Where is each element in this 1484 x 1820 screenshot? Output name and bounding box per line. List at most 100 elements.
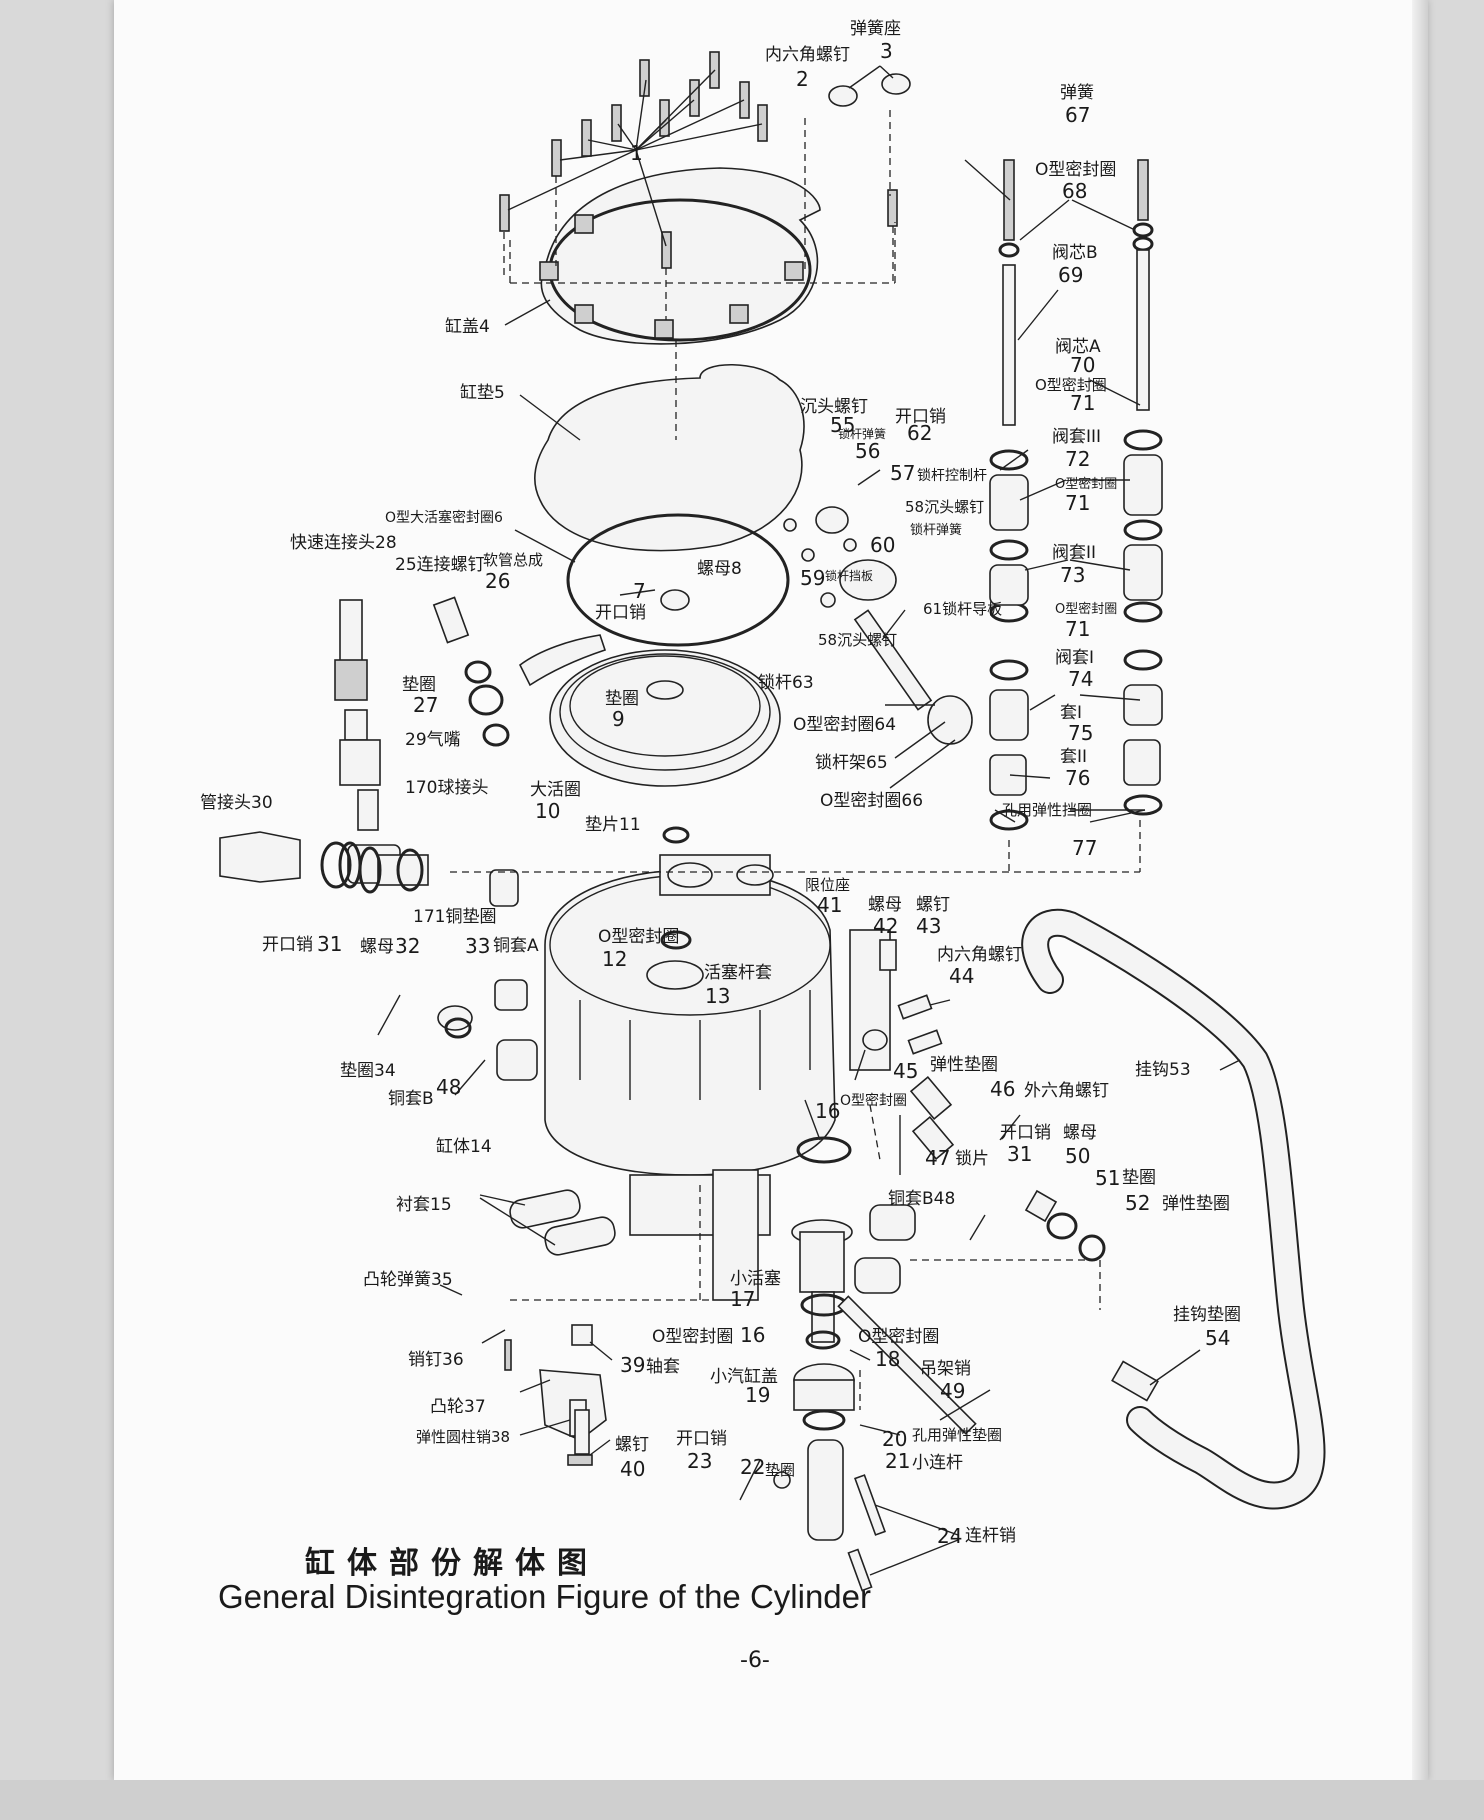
- label-p47b: 锁片: [955, 1149, 989, 1169]
- label-p14: 缸体14: [436, 1136, 492, 1157]
- label-p24b: 连杆销: [965, 1526, 1016, 1546]
- label-p19a: 小汽缸盖: [710, 1366, 778, 1387]
- spacer-11: [662, 826, 690, 844]
- label-p34: 垫圈34: [340, 1061, 396, 1081]
- label-p29: 29气嘴: [405, 730, 461, 750]
- cylinder-body: [544, 854, 891, 1301]
- label-p16c: O型密封圈: [652, 1327, 733, 1347]
- lock-assembly: [783, 469, 973, 745]
- label-p16d: 16: [740, 1323, 765, 1347]
- label-p39: 39: [620, 1353, 645, 1377]
- label-p24: 24: [937, 1524, 962, 1548]
- label-p40: 40: [620, 1457, 645, 1481]
- label-p41: 41: [817, 893, 842, 917]
- label-p52: 52: [1125, 1191, 1150, 1215]
- label-p65: 锁杆架65: [815, 753, 888, 773]
- label-p69a: 阀芯B: [1052, 243, 1098, 263]
- label-p77a: 孔用弹性挡圈: [1002, 801, 1092, 819]
- leader-lines: [439, 159, 1241, 1576]
- large-piston: [549, 589, 781, 787]
- label-p70a: 阀芯A: [1055, 337, 1101, 357]
- label-p74a: 阀套I: [1055, 648, 1094, 668]
- large-piston-oring: [566, 513, 790, 647]
- label-p54: 54: [1205, 1326, 1230, 1350]
- label-p26: 26: [485, 569, 510, 593]
- label-p48: 48: [436, 1075, 461, 1099]
- label-p8: 螺母8: [697, 559, 742, 579]
- label-p49a: 吊架销: [920, 1359, 971, 1379]
- label-p55: 55: [830, 413, 855, 437]
- label-p12: 12: [602, 947, 627, 971]
- label-p46b: 外六角螺钉: [1024, 1081, 1109, 1101]
- label-p37: 凸轮37: [430, 1397, 486, 1417]
- side-fittings: [219, 831, 538, 1081]
- label-p15: 衬套15: [396, 1195, 452, 1215]
- label-p50: 50: [1065, 1144, 1090, 1168]
- label-p36: 销钉36: [408, 1350, 464, 1370]
- label-p20: 20: [882, 1427, 907, 1451]
- label-p7b: 开口销: [595, 603, 646, 623]
- label-p17a: 小活塞: [730, 1269, 781, 1289]
- label-p33b: 铜套A: [493, 936, 539, 956]
- label-p30: 管接头30: [200, 793, 273, 813]
- label-p55a: 沉头螺钉: [800, 397, 868, 417]
- label-p170: 170球接头: [405, 778, 488, 798]
- label-p11: 垫片11: [585, 815, 641, 835]
- label-p71d: O型密封圈: [1055, 601, 1117, 617]
- label-p59b: 锁杆挡板: [825, 568, 873, 583]
- label-p57: 57: [890, 461, 915, 485]
- label-p74: 74: [1068, 667, 1093, 691]
- label-p21: 21: [885, 1449, 910, 1473]
- label-p9a: 垫圈: [605, 689, 639, 709]
- label-p20b: 孔用弹性垫圈: [912, 1426, 1002, 1444]
- label-p171: 171铜垫圈: [413, 907, 496, 927]
- label-p56a: 锁杆弹簧: [838, 426, 886, 441]
- label-p42a: 螺母: [868, 895, 902, 915]
- label-p51b: 垫圈: [1122, 1168, 1156, 1188]
- figure-title-chinese: 缸体部份解体图: [305, 1546, 599, 1581]
- label-p27a: 垫圈: [402, 675, 436, 695]
- label-p68a: O型密封圈: [1035, 160, 1116, 180]
- scan-background: [0, 1780, 1484, 1820]
- label-p10: 10: [535, 799, 560, 823]
- label-p76: 76: [1065, 766, 1090, 790]
- label-p38: 弹性圆柱销38: [416, 1428, 510, 1446]
- label-p17: 17: [730, 1287, 755, 1311]
- label-p76a: 套II: [1060, 747, 1087, 767]
- label-p67: 67: [1065, 103, 1090, 127]
- label-p64: O型密封圈64: [793, 715, 896, 735]
- label-p12a: O型密封圈: [598, 927, 679, 947]
- label-p13: 13: [705, 984, 730, 1008]
- label-p49: 49: [940, 1379, 965, 1403]
- label-p66: O型密封圈66: [820, 791, 923, 811]
- label-p45: 45: [893, 1059, 918, 1083]
- label-p51: 51: [1095, 1166, 1120, 1190]
- label-p40a: 螺钉: [615, 1435, 649, 1455]
- label-p73: 73: [1060, 563, 1085, 587]
- label-p75a: 套I: [1060, 703, 1082, 723]
- label-p3: 3: [880, 39, 893, 63]
- label-p62a: 开口销: [895, 407, 946, 427]
- figure-title-english: General Disintegration Figure of the Cyl…: [218, 1578, 871, 1615]
- label-p2: 2: [796, 67, 809, 91]
- label-p16b: O型密封圈: [840, 1092, 907, 1109]
- label-p31c: 开口销: [1000, 1123, 1051, 1143]
- label-p43: 43: [916, 914, 941, 938]
- label-p25: 25连接螺钉: [395, 555, 485, 575]
- label-p31d: 31: [1007, 1142, 1032, 1166]
- label-p70: 70: [1070, 353, 1095, 377]
- label-p75: 75: [1068, 721, 1093, 745]
- label-p1: 1: [630, 141, 643, 165]
- label-p6: O型大活塞密封圈6: [385, 509, 503, 526]
- label-p72a: 阀套III: [1052, 427, 1101, 447]
- label-p22b: 垫圈: [765, 1461, 795, 1479]
- label-p50a: 螺母: [1063, 1123, 1097, 1143]
- valve-assemblies: [989, 159, 1163, 831]
- label-p23: 23: [687, 1449, 712, 1473]
- label-p44a: 内六角螺钉: [937, 945, 1022, 965]
- label-p32: 32: [395, 934, 420, 958]
- label-p52b: 弹性垫圈: [1162, 1194, 1230, 1214]
- label-p43a: 螺钉: [916, 895, 950, 915]
- label-p31a: 开口销: [262, 935, 313, 955]
